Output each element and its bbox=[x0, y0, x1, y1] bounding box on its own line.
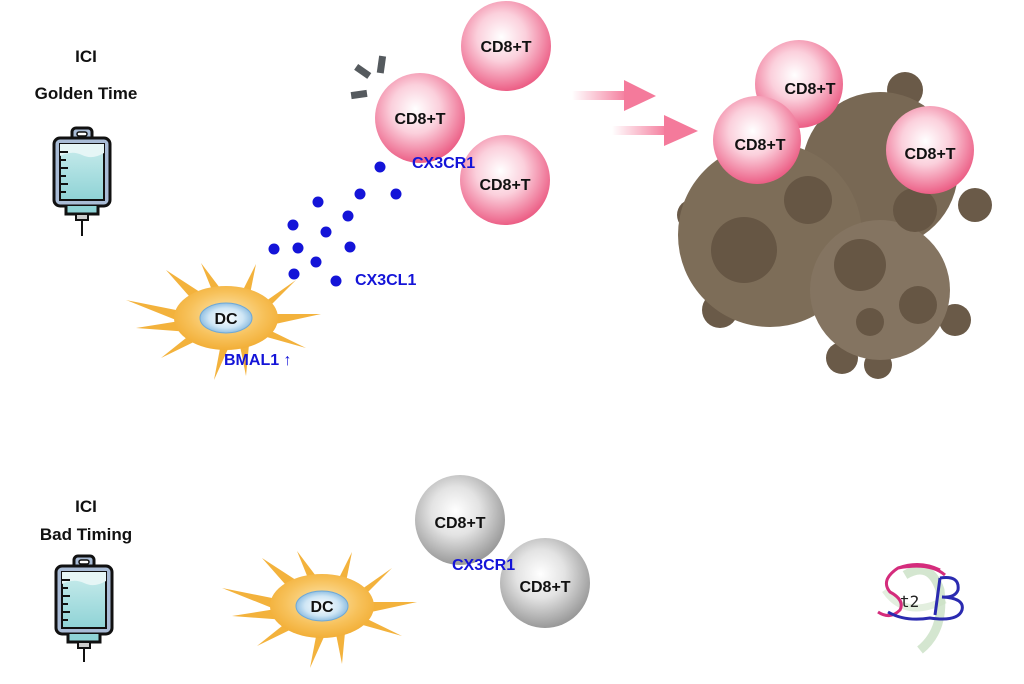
chemokine-dot bbox=[344, 241, 356, 253]
migration-arrow-2 bbox=[612, 115, 698, 146]
cx3cl1-label: CX3CL1 bbox=[355, 272, 416, 289]
t-cell-label: CD8+T bbox=[394, 111, 445, 128]
chemokine-dot bbox=[287, 219, 299, 231]
chemokine-dots bbox=[268, 161, 402, 287]
t-cell-top-3: CD8+T bbox=[460, 135, 550, 225]
st2b-logo: t2 bbox=[877, 563, 964, 654]
bottom-title-line2: Bad Timing bbox=[40, 525, 132, 544]
tumor-t-cell-2: CD8+T bbox=[713, 96, 801, 184]
chemokine-dot bbox=[342, 210, 354, 222]
t-cell-bottom-1: CD8+T bbox=[415, 475, 505, 565]
dc-label-top: DC bbox=[214, 311, 238, 328]
t-cell-label: CD8+T bbox=[480, 39, 531, 56]
bmal1-label: BMAL1 ↑ bbox=[224, 352, 292, 369]
t-cell-top-2: CD8+T bbox=[375, 73, 465, 163]
t-cell-label: CD8+T bbox=[784, 81, 835, 98]
t-cell-label: CD8+T bbox=[434, 515, 485, 532]
tumor-t-cell-3: CD8+T bbox=[886, 106, 974, 194]
t-cell-label: CD8+T bbox=[519, 579, 570, 596]
dendritic-cell-bottom: DC bbox=[222, 551, 417, 668]
t-cell-label: CD8+T bbox=[479, 177, 530, 194]
iv-bag-icon bbox=[54, 554, 114, 662]
t-cell-bottom-2: CD8+T bbox=[500, 538, 590, 628]
chemokine-dot bbox=[390, 188, 402, 200]
chemokine-dot bbox=[330, 275, 342, 287]
chemokine-dot bbox=[354, 188, 366, 200]
chemokine-dot bbox=[310, 256, 322, 268]
chemokine-dot bbox=[320, 226, 332, 238]
t-cell-label: CD8+T bbox=[734, 137, 785, 154]
dc-label-bottom: DC bbox=[310, 599, 334, 616]
cx3cr1-label-top: CX3CR1 bbox=[412, 155, 475, 172]
logo-letter-b bbox=[887, 576, 964, 621]
chemokine-dot bbox=[288, 268, 300, 280]
top-title-line2: Golden Time bbox=[35, 84, 138, 103]
migration-arrow-1 bbox=[572, 80, 656, 111]
iv-bag-icon bbox=[52, 126, 112, 236]
top-title-line1: ICI bbox=[75, 47, 97, 66]
chemokine-dot bbox=[292, 242, 304, 254]
chemokine-dot bbox=[374, 161, 386, 173]
dendritic-cell-top: DC bbox=[126, 263, 321, 380]
logo-letter-t2: t2 bbox=[900, 592, 919, 611]
cx3cr1-label-bottom: CX3CR1 bbox=[452, 557, 515, 574]
bottom-title-line1: ICI bbox=[75, 497, 97, 516]
top-panel: ICI Golden Time bbox=[35, 1, 992, 380]
chemokine-dot bbox=[312, 196, 324, 208]
t-cell-label: CD8+T bbox=[904, 146, 955, 163]
activation-burst-icon bbox=[350, 55, 387, 100]
t-cell-top-1: CD8+T bbox=[461, 1, 551, 91]
bottom-panel: ICI Bad Timing bbox=[40, 475, 590, 668]
chemokine-dot bbox=[268, 243, 280, 255]
